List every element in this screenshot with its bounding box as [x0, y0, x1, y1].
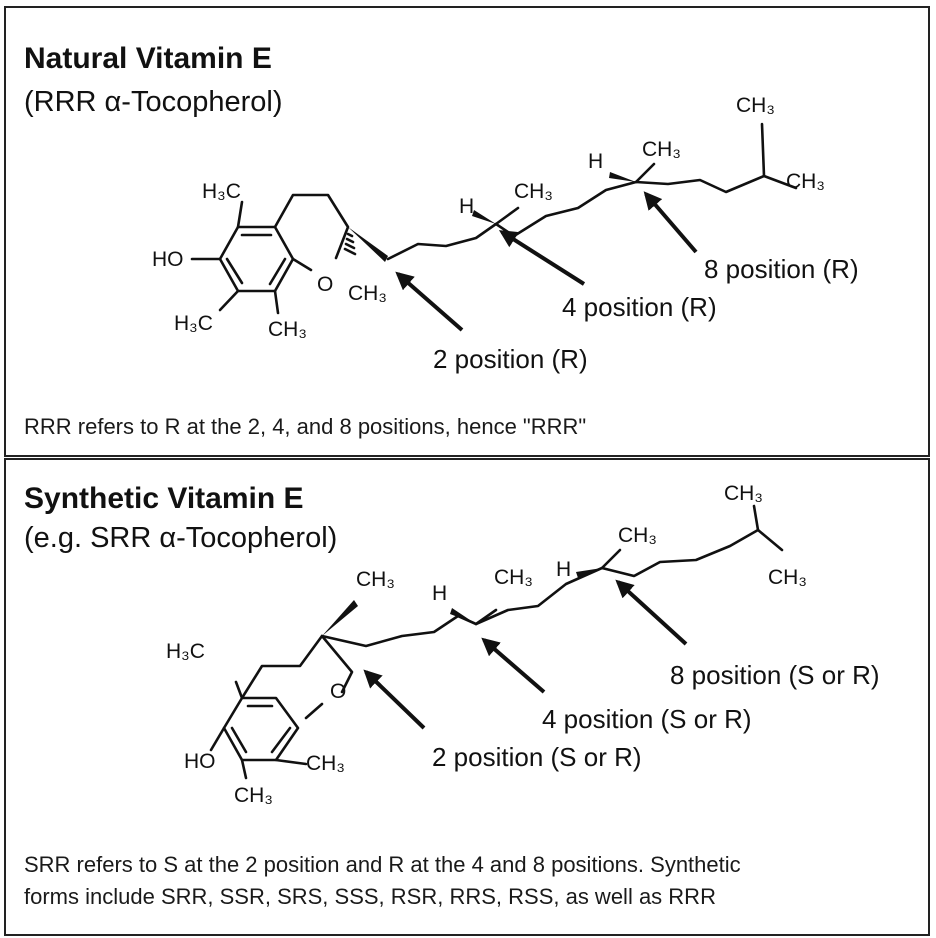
- natural-bond-c4-methyl: [494, 206, 520, 226]
- synthetic-bold-wedge-c2: [322, 600, 358, 636]
- synthetic-arrow-2-position: [363, 669, 426, 730]
- natural-bond-c8-chain-methyl: [634, 162, 656, 184]
- natural-atom-h-c8: H: [588, 150, 603, 173]
- natural-atom-h3c-lower: H₃C: [174, 312, 213, 335]
- synthetic-atom-ch3-ring-bottom: CH₃: [234, 784, 273, 807]
- natural-label-8-position: 8 position (R): [704, 254, 859, 284]
- natural-tocopherol-structure: H₃C HO H₃C CH₃ O CH₃ H CH₃ H CH₃ CH₃ CH₃…: [152, 94, 859, 374]
- synthetic-atom-h-c4: H: [432, 582, 447, 605]
- synthetic-bond-c8-chain-methyl: [600, 548, 622, 570]
- synthetic-vitamin-e-panel: Synthetic Vitamin E (e.g. SRR α-Tocopher…: [4, 458, 930, 936]
- synthetic-arrow-8-position: [615, 579, 688, 646]
- natural-arrow-4-position: [498, 230, 586, 286]
- synthetic-label-4-position: 4 position (S or R): [542, 704, 752, 734]
- natural-atom-ch3-end-right: CH₃: [786, 170, 825, 193]
- synthetic-caption-line-1: SRR refers to S at the 2 position and R …: [24, 852, 741, 877]
- natural-atom-ch3-c8: CH₃: [642, 138, 681, 161]
- synthetic-wedge-c4-h: [450, 608, 476, 624]
- natural-title: Natural Vitamin E: [24, 42, 272, 75]
- synthetic-atom-ch3-end-top: CH₃: [724, 482, 763, 505]
- natural-label-4-position: 4 position (R): [562, 292, 717, 322]
- natural-arrow-2-position: [395, 271, 464, 332]
- natural-hashed-wedge: [343, 232, 357, 256]
- synthetic-atom-ch3-ring-right: CH₃: [306, 752, 345, 775]
- synthetic-arrow-4-position: [481, 637, 546, 694]
- synthetic-bond-c4-methyl: [474, 608, 498, 626]
- natural-pyran-ring: [273, 193, 350, 272]
- natural-atom-ch3-c4: CH₃: [514, 180, 553, 203]
- synthetic-atom-ch3-c2: CH₃: [356, 568, 395, 591]
- natural-bond-c8-methyl: [273, 289, 280, 315]
- natural-benzene-ring: [218, 225, 295, 293]
- synthetic-phytyl-chain: [320, 528, 760, 648]
- synthetic-wedge-c8-h: [576, 568, 602, 578]
- synthetic-benzene-ring: [222, 696, 300, 762]
- synthetic-caption-line-2: forms include SRR, SSR, SRS, SSS, RSR, R…: [24, 884, 716, 909]
- synthetic-atom-oxygen: O: [330, 680, 346, 703]
- synthetic-atom-ch3-c8: CH₃: [618, 524, 657, 547]
- natural-label-2-position: 2 position (R): [433, 344, 588, 374]
- natural-bond-end-methyl-right: [762, 174, 798, 190]
- synthetic-atom-h-c8: H: [556, 558, 571, 581]
- natural-atom-h-c4: H: [459, 195, 474, 218]
- synthetic-subtitle: (e.g. SRR α-Tocopherol): [24, 522, 338, 554]
- natural-bond-end-methyl-top: [760, 122, 766, 178]
- synthetic-bond-c5-methyl: [234, 680, 244, 700]
- synthetic-bond-end-methyl-top: [752, 504, 760, 532]
- natural-vitamin-e-panel: Natural Vitamin E (RRR α-Tocopherol): [4, 6, 930, 457]
- synthetic-pyran-ring: [240, 634, 354, 720]
- natural-atom-ch3-end-top: CH₃: [736, 94, 775, 117]
- synthetic-atom-ch3-end-right: CH₃: [768, 566, 807, 589]
- natural-atom-ho: HO: [152, 248, 184, 271]
- synthetic-tocopherol-structure: H₃C HO CH₃ CH₃ O CH₃ H CH₃ H CH₃ CH₃ CH₃…: [166, 482, 880, 807]
- synthetic-label-8-position: 8 position (S or R): [670, 660, 880, 690]
- synthetic-label-2-position: 2 position (S or R): [432, 742, 642, 772]
- synthetic-atom-ch3-c4: CH₃: [494, 566, 533, 589]
- natural-wedge-c8-h: [609, 172, 636, 182]
- natural-atom-h3c-upper: H₃C: [202, 180, 241, 203]
- natural-arrow-8-position: [643, 191, 698, 254]
- natural-wedge-c4-h: [472, 210, 496, 224]
- synthetic-bond-oh: [209, 726, 226, 752]
- natural-subtitle: (RRR α-Tocopherol): [24, 86, 283, 118]
- synthetic-title: Synthetic Vitamin E: [24, 482, 304, 515]
- natural-phytyl-chain: [386, 174, 766, 261]
- synthetic-bond-end-methyl-right: [756, 528, 784, 552]
- natural-caption: RRR refers to R at the 2, 4, and 8 posit…: [24, 414, 587, 439]
- natural-atom-ch3-ring: CH₃: [268, 318, 307, 341]
- synthetic-bond-c7-methyl: [240, 758, 248, 780]
- natural-bond-c7-methyl: [218, 289, 240, 312]
- natural-bold-wedge-c2: [348, 227, 388, 262]
- natural-atom-ch3-c2: CH₃: [348, 282, 387, 305]
- natural-atom-oxygen: O: [317, 273, 333, 296]
- natural-bond-c5-methyl: [236, 200, 244, 229]
- synthetic-atom-ho: HO: [184, 750, 216, 773]
- synthetic-bond-c8-methyl: [274, 758, 308, 766]
- synthetic-atom-h3c-upper: H₃C: [166, 640, 205, 663]
